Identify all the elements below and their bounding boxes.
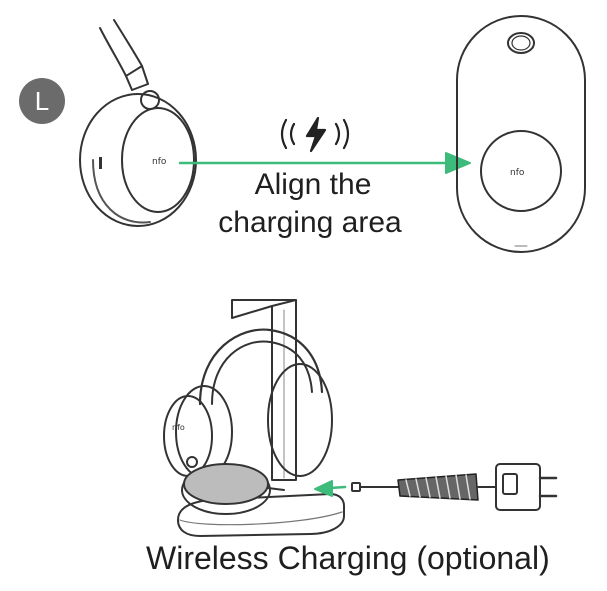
side-badge: L xyxy=(19,78,65,124)
brand-mark-stand: nfo xyxy=(172,423,185,432)
charging-pad: nfo xyxy=(456,15,586,253)
align-text-line2: charging area xyxy=(218,206,402,239)
brand-mark-left: nfo xyxy=(152,157,167,167)
charging-stand xyxy=(177,299,345,537)
plug-in-arrow xyxy=(314,480,347,497)
power-adapter xyxy=(495,463,558,511)
headset-on-stand: nfo xyxy=(163,328,333,515)
align-text-line1: Align the xyxy=(254,168,372,201)
caption: Wireless Charging (optional) xyxy=(146,540,550,576)
wireless-charging-icon xyxy=(280,116,350,153)
usb-cable xyxy=(351,473,497,501)
left-earcup: nfo xyxy=(79,19,197,227)
brand-mark-pad: nfo xyxy=(510,168,525,178)
